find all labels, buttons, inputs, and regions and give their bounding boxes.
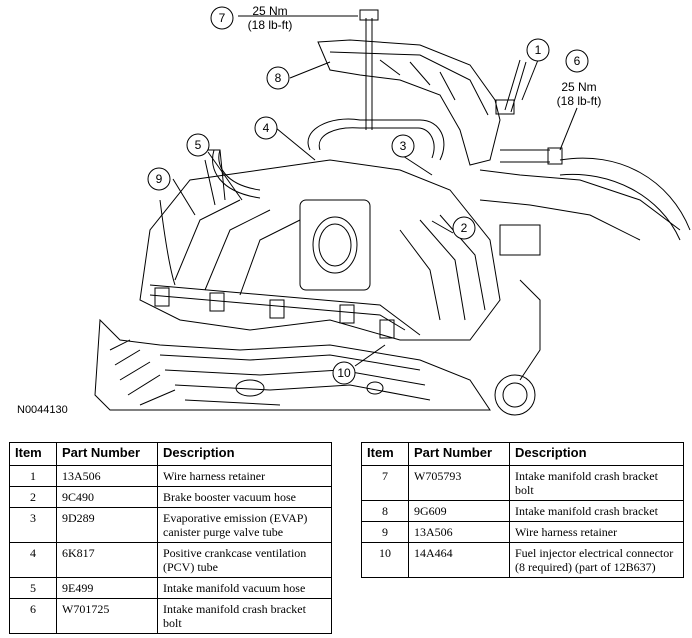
table-row: 3 9D289 Evaporative emission (EVAP) cani… <box>9 507 332 543</box>
cell-item: 10 <box>361 542 409 578</box>
table-row: 4 6K817 Positive crankcase ventilation (… <box>9 542 332 578</box>
header-item: Item <box>9 442 57 466</box>
table-row: 5 9E499 Intake manifold vacuum hose <box>9 577 332 599</box>
table-header-row: Item Part Number Description <box>9 442 332 466</box>
cell-part: W705793 <box>408 465 510 501</box>
callout-4: 4 <box>263 121 270 135</box>
cell-desc: Intake manifold vacuum hose <box>157 577 332 599</box>
cell-part: 9C490 <box>56 486 158 508</box>
table-row: 2 9C490 Brake booster vacuum hose <box>9 486 332 508</box>
cell-part: 9E499 <box>56 577 158 599</box>
callout-labels: 7 8 1 6 4 3 5 9 2 10 <box>156 11 581 380</box>
cell-item: 5 <box>9 577 57 599</box>
figure-id: N0044130 <box>17 404 68 416</box>
cell-desc: Evaporative emission (EVAP) canister pur… <box>157 507 332 543</box>
table-row: 6 W701725 Intake manifold crash bracket … <box>9 598 332 634</box>
cell-item: 4 <box>9 542 57 578</box>
cell-item: 8 <box>361 500 409 522</box>
callout-10: 10 <box>337 366 351 380</box>
table-row: 8 9G609 Intake manifold crash bracket <box>361 500 684 522</box>
table-row: 1 13A506 Wire harness retainer <box>9 465 332 487</box>
torque-6-lbft: (18 lb-ft) <box>557 94 602 108</box>
cell-item: 1 <box>9 465 57 487</box>
cell-part: 13A506 <box>408 521 510 543</box>
cell-part: 9D289 <box>56 507 158 543</box>
cell-desc: Intake manifold crash bracket <box>509 500 684 522</box>
table-header-row: Item Part Number Description <box>361 442 684 466</box>
cell-part: 13A506 <box>56 465 158 487</box>
callout-circles <box>147 6 589 385</box>
callout-1: 1 <box>535 43 542 57</box>
header-item: Item <box>361 442 409 466</box>
torque-specs: 25 Nm (18 lb-ft) 25 Nm (18 lb-ft) <box>248 4 602 108</box>
callout-7: 7 <box>219 11 226 25</box>
callout-8: 8 <box>275 71 282 85</box>
callout-3: 3 <box>400 139 407 153</box>
engine-diagram: 7 8 1 6 4 3 5 9 2 10 25 Nm (18 lb-ft) 25… <box>94 4 691 416</box>
callout-9: 9 <box>156 172 163 186</box>
cell-part: W701725 <box>56 598 158 634</box>
cell-part: 9G609 <box>408 500 510 522</box>
parts-table-left: Item Part Number Description 1 13A506 Wi… <box>9 442 332 634</box>
engine-illustration <box>94 9 691 416</box>
parts-table-right: Item Part Number Description 7 W705793 I… <box>361 442 684 578</box>
table-row: 7 W705793 Intake manifold crash bracket … <box>361 465 684 501</box>
header-part-number: Part Number <box>408 442 510 466</box>
callout-2: 2 <box>461 221 468 235</box>
cell-item: 6 <box>9 598 57 634</box>
cell-part: 6K817 <box>56 542 158 578</box>
table-row: 9 13A506 Wire harness retainer <box>361 521 684 543</box>
torque-6-nm: 25 Nm <box>561 80 596 94</box>
cell-item: 2 <box>9 486 57 508</box>
cell-desc: Brake booster vacuum hose <box>157 486 332 508</box>
cell-desc: Wire harness retainer <box>509 521 684 543</box>
cell-desc: Positive crankcase ventilation (PCV) tub… <box>157 542 332 578</box>
callout-6: 6 <box>574 54 581 68</box>
cell-desc: Fuel injector electrical connector (8 re… <box>509 542 684 578</box>
cell-part: 14A464 <box>408 542 510 578</box>
header-description: Description <box>509 442 684 466</box>
cell-item: 9 <box>361 521 409 543</box>
torque-7-lbft: (18 lb-ft) <box>248 18 293 32</box>
cell-item: 7 <box>361 465 409 501</box>
table-row: 10 14A464 Fuel injector electrical conne… <box>361 542 684 578</box>
cell-desc: Intake manifold crash bracket bolt <box>509 465 684 501</box>
torque-7-nm: 25 Nm <box>252 4 287 18</box>
header-part-number: Part Number <box>56 442 158 466</box>
cell-item: 3 <box>9 507 57 543</box>
cell-desc: Intake manifold crash bracket bolt <box>157 598 332 634</box>
callout-5: 5 <box>195 138 202 152</box>
cell-desc: Wire harness retainer <box>157 465 332 487</box>
leader-lines <box>172 15 578 367</box>
header-description: Description <box>157 442 332 466</box>
